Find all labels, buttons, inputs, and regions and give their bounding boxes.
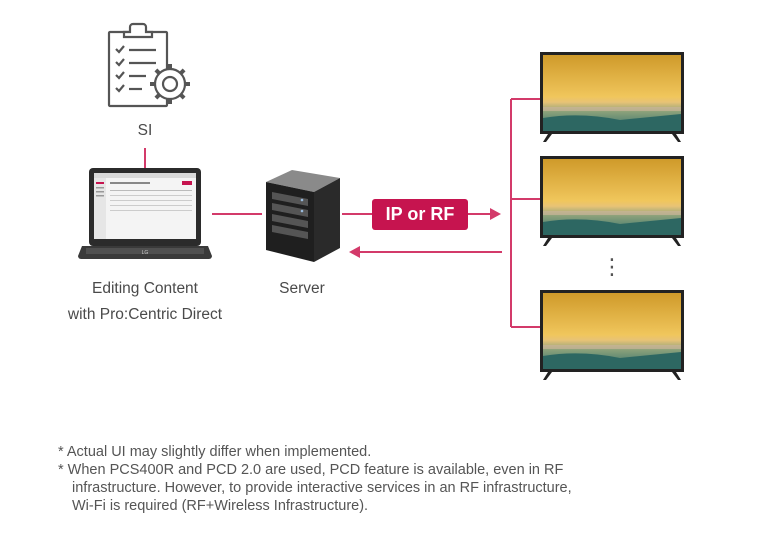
ip-or-rf-badge: IP or RF	[372, 199, 468, 230]
laptop-node: LG	[78, 168, 212, 266]
laptop-icon: LG	[78, 168, 212, 259]
footnote-ui-disclaimer: * Actual UI may slightly differ when imp…	[58, 444, 372, 460]
server-tower-icon	[266, 170, 340, 262]
footnote-pcd-line2: infrastructure. However, to provide inte…	[72, 480, 572, 496]
tv-display-2	[540, 156, 684, 250]
svg-text:LG: LG	[142, 250, 149, 256]
checklist-gear-icon	[107, 22, 190, 108]
laptop-label-line1: Editing Content	[92, 280, 198, 297]
server-label: Server	[279, 280, 325, 297]
footnote-pcd-line3: Wi-Fi is required (RF+Wireless Infrastru…	[72, 498, 369, 514]
tv-ellipsis: ⋮	[601, 254, 623, 279]
tv-display-icon	[540, 52, 684, 142]
tv-display-1	[540, 52, 684, 146]
footnote-pcd-line1: * When PCS400R and PCD 2.0 are used, PCD…	[58, 462, 564, 478]
ip-or-rf-label: IP or RF	[385, 204, 455, 224]
footnotes: * Actual UI may slightly differ when imp…	[58, 443, 758, 515]
tv-display-icon	[540, 156, 684, 246]
si-node	[100, 20, 195, 115]
server-node	[262, 170, 342, 262]
tv-display-3	[540, 290, 684, 384]
return-arrow-head	[349, 246, 360, 258]
laptop-label-line2: with Pro:Centric Direct	[67, 306, 223, 323]
outgoing-arrow-head	[490, 208, 501, 220]
si-label: SI	[137, 122, 153, 139]
tv-display-icon	[540, 290, 684, 380]
